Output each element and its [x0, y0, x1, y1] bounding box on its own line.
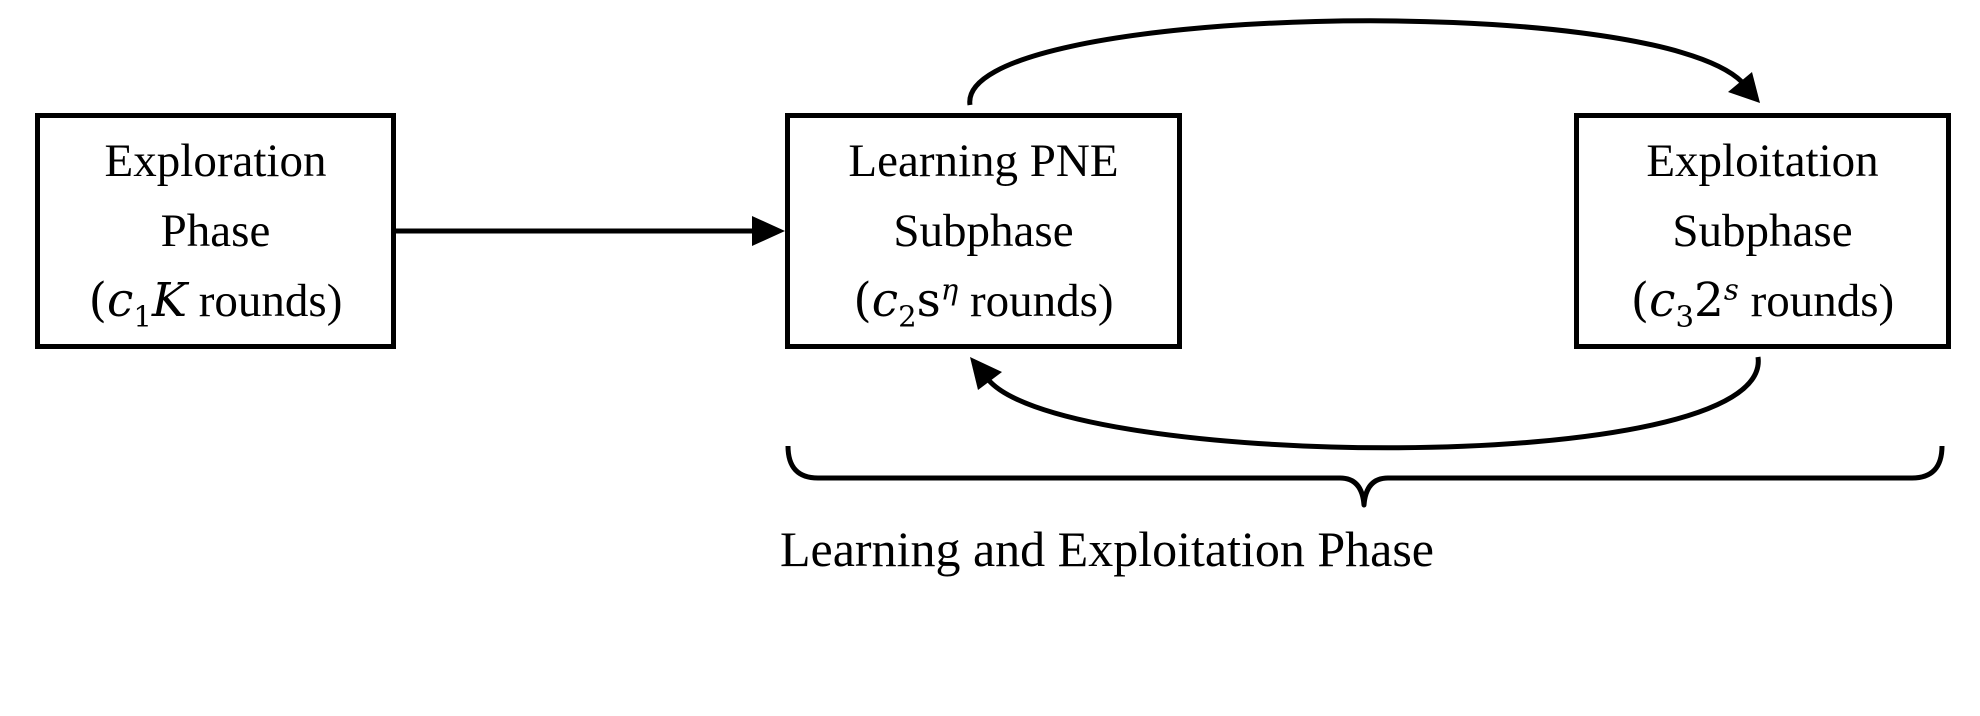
arrowhead-exploitation-top [1728, 72, 1760, 103]
arrowhead-learning-left [752, 216, 785, 246]
exploration-title-line2: Phase [160, 205, 271, 257]
exploitation-subphase-box: Exploitation Subphase (c32s rounds) [1574, 113, 1951, 349]
exploration-phase-box: Exploration Phase (c1K rounds) [35, 113, 396, 349]
arrowhead-learning-bottom [970, 357, 1002, 390]
learning-title-line2: Subphase [893, 205, 1074, 257]
arrow-exploitation-to-learning [982, 356, 1761, 451]
exploitation-title-line1: Exploitation [1646, 135, 1879, 187]
exploration-rounds-formula: (c1K rounds) [88, 273, 343, 334]
learning-title-line1: Learning PNE [848, 135, 1119, 187]
curly-brace [785, 445, 1945, 508]
exploitation-title-line2: Subphase [1672, 205, 1853, 257]
exploitation-rounds-formula: (c32s rounds) [1630, 272, 1895, 334]
arrow-learning-to-exploitation [967, 18, 1744, 106]
learning-exploitation-phase-label: Learning and Exploitation Phase [780, 521, 1435, 577]
learning-pne-subphase-box: Learning PNE Subphase (c2sη rounds) [785, 113, 1182, 349]
exploration-title-line1: Exploration [104, 135, 327, 187]
learning-rounds-formula: (c2sη rounds) [853, 272, 1114, 334]
